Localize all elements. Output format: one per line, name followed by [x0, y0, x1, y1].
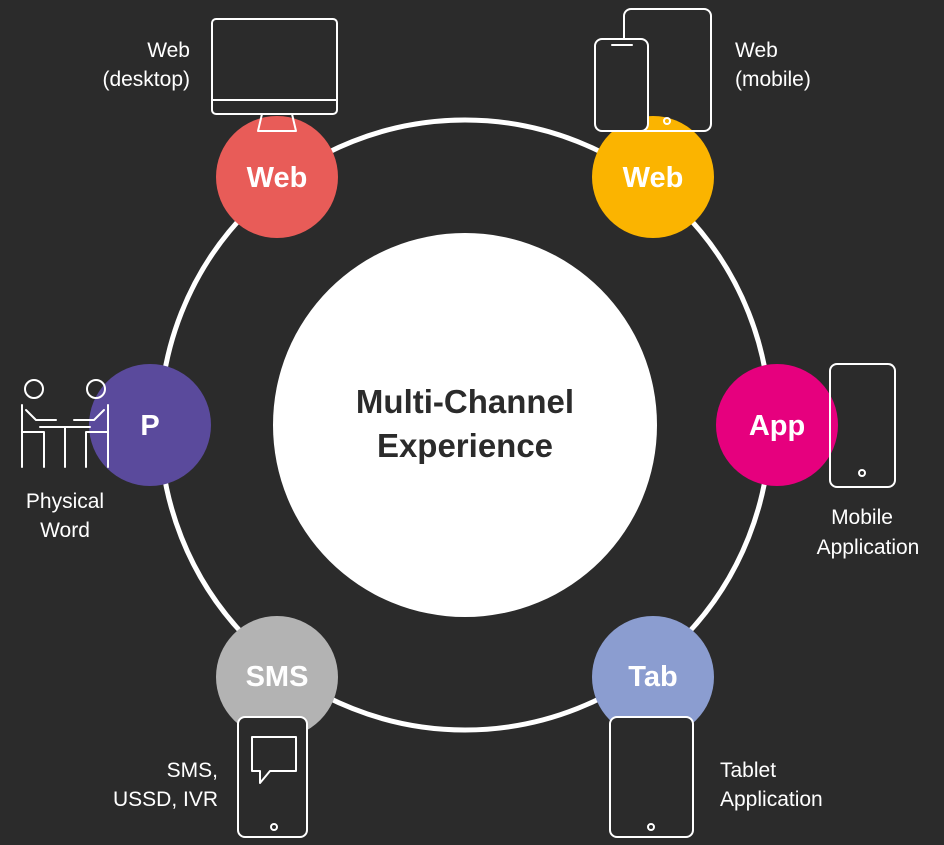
- center-circle: [273, 233, 657, 617]
- web-desktop-node-label: Web: [247, 162, 308, 194]
- center-title-line1: Multi-Channel: [356, 383, 574, 420]
- physical-caption-line2: Word: [40, 519, 90, 542]
- tablet-icon: [609, 716, 694, 838]
- web-mobile-caption-line1: Web: [735, 39, 778, 62]
- channel-physical: P Physical Word: [21, 364, 211, 542]
- channel-app: App Mobile Application: [716, 363, 920, 559]
- sms-node-label: SMS: [246, 661, 309, 693]
- web-desktop-node: [216, 116, 338, 238]
- tab-node: [592, 616, 714, 738]
- phone-chat-bubble-icon: [237, 716, 308, 838]
- physical-node: [89, 364, 211, 486]
- web-desktop-caption-line2: (desktop): [102, 68, 190, 91]
- center-title-line2: Experience: [377, 427, 553, 464]
- people-meeting-icon: [21, 379, 109, 468]
- smartphone-icon: [829, 363, 896, 488]
- web-desktop-caption-line1: Web: [147, 39, 190, 62]
- channel-web-mobile: Web Web (mobile): [592, 8, 811, 238]
- app-node: [716, 364, 838, 486]
- phone-and-tablet-icon: [594, 8, 712, 132]
- tab-node-label: Tab: [628, 661, 677, 693]
- tab-caption-line1: Tablet: [720, 759, 776, 782]
- physical-node-label: P: [140, 410, 159, 442]
- app-caption-line2: Application: [817, 536, 920, 559]
- web-mobile-node: [592, 116, 714, 238]
- web-mobile-node-label: Web: [623, 162, 684, 194]
- sms-node: [216, 616, 338, 738]
- physical-caption-line1: Physical: [26, 490, 104, 513]
- app-node-label: App: [749, 410, 805, 442]
- tab-caption-line2: Application: [720, 788, 823, 811]
- desktop-monitor-icon: [211, 18, 338, 115]
- app-caption-line1: Mobile: [831, 506, 893, 529]
- sms-caption-line2: USSD, IVR: [113, 788, 218, 811]
- channel-sms: SMS SMS, USSD, IVR: [113, 616, 338, 838]
- channel-tab: Tab Tablet Application: [592, 616, 823, 838]
- monitor-stand-icon: [257, 113, 297, 132]
- web-mobile-caption-line2: (mobile): [735, 68, 811, 91]
- channel-web-desktop: Web (desktop) Web: [102, 18, 338, 238]
- sms-caption-line1: SMS,: [167, 759, 218, 782]
